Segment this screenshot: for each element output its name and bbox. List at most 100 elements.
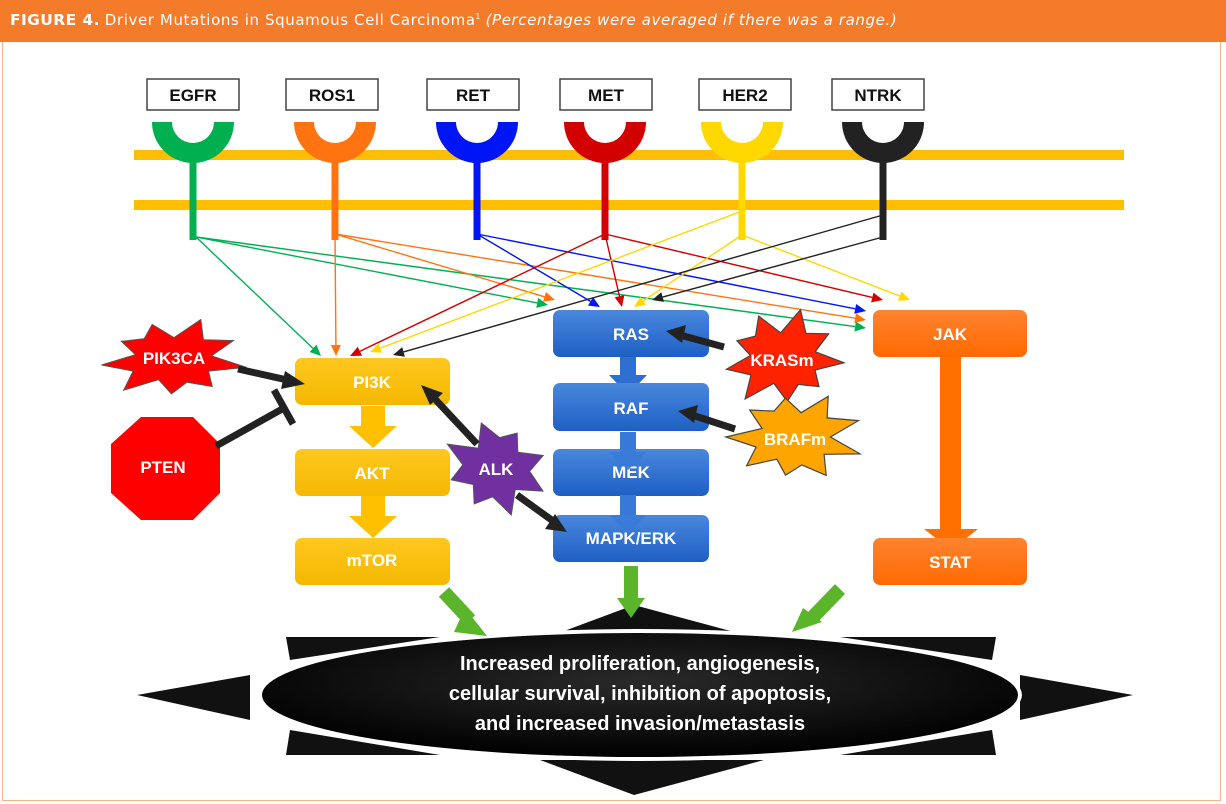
outcome-line-1: Increased proliferation, angiogenesis,	[460, 653, 820, 675]
connector-egfr-to-ras	[195, 236, 548, 308]
brafm-to-raf-arrow	[690, 411, 737, 433]
pten-inhibition-bar	[270, 388, 297, 426]
receptor-ret: RET	[426, 78, 520, 240]
outcome-line-3: and increased invasion/metastasis	[475, 713, 805, 735]
figure-label: FIGURE 4.	[10, 11, 100, 29]
connector-ntrk-to-ras	[652, 236, 884, 302]
receptor-ros1-label-box	[285, 78, 379, 111]
receptor-met-label-box	[559, 78, 653, 111]
burst-ray-bottom-right	[840, 730, 996, 755]
receptor-ntrk-binding-domain	[842, 122, 924, 163]
connector-ros1-to-ras	[334, 233, 555, 302]
regulator-pten-label: PTEN	[140, 458, 185, 477]
burst-ray-top-left	[286, 637, 440, 660]
node-pi3k: PI3K	[295, 358, 450, 405]
receptor-ntrk-label-box	[831, 78, 925, 111]
burst-ray-left	[137, 675, 250, 720]
receptor-ret-stem	[473, 160, 481, 240]
figure-note: (Percentages were averaged if there was …	[485, 11, 898, 29]
connector-her2-to-jak	[741, 234, 910, 301]
receptor-egfr-label: EGFR	[169, 86, 216, 105]
node-akt-label: AKT	[355, 464, 391, 483]
mutation-pik3ca: PIK3CA	[101, 318, 247, 395]
connector-met-to-jak	[604, 233, 883, 303]
receptor-her2-label: HER2	[722, 86, 767, 105]
node-akt: AKT	[295, 449, 450, 496]
connector-ntrk-to-pi3k	[393, 214, 884, 357]
krasm-to-ras-arrow	[679, 331, 725, 351]
connector-met-to-ras	[604, 233, 625, 307]
receptor-ntrk-stem	[879, 160, 887, 240]
mapk-pathway: RAS RAF MEK MAPK/ERK	[553, 310, 709, 562]
membrane-inner-line	[134, 200, 1124, 210]
receptor-ret-label-box	[426, 78, 520, 111]
receptor-ros1: ROS1	[285, 78, 379, 240]
mutation-brafm: BRAFm	[723, 395, 863, 477]
receptor-her2-binding-domain	[701, 122, 783, 163]
receptor-her2: HER2	[698, 78, 792, 240]
mutation-pik3ca-label: PIK3CA	[143, 349, 205, 368]
stat-to-outcome-arrow	[792, 584, 846, 632]
receptor-ret-binding-domain	[436, 122, 518, 163]
receptor-her2-label-box	[698, 78, 792, 111]
burst-ray-top-right	[840, 637, 996, 660]
receptor-egfr-binding-domain	[152, 122, 234, 163]
mutation-alk: ALK	[446, 422, 545, 517]
connector-met-to-pi3k	[350, 233, 606, 356]
connector-egfr-to-jak	[195, 236, 866, 332]
regulator-pten: PTEN	[111, 417, 220, 520]
pik3ca-activation-arrow	[237, 365, 293, 385]
receptor-met: MET	[559, 78, 653, 240]
figure-header: FIGURE 4. Driver Mutations in Squamous C…	[0, 0, 1226, 42]
receptor-met-label: MET	[588, 86, 625, 105]
jak-to-stat-arrow	[924, 357, 978, 550]
mutation-krasm: KRASm	[724, 308, 846, 403]
receptor-ros1-binding-domain	[294, 122, 376, 163]
node-mek: MEK	[553, 449, 709, 496]
pi3k-pathway: PI3K AKT mTOR	[295, 358, 450, 585]
node-mtor-label: mTOR	[347, 551, 398, 570]
receptor-met-stem	[601, 160, 609, 240]
node-mek-label: MEK	[612, 463, 651, 482]
pi3k-to-akt-arrow	[349, 406, 397, 448]
alk-to-erk-arrow	[514, 492, 556, 524]
connector-her2-to-pi3k	[370, 210, 743, 353]
receptor-egfr-label-box	[146, 78, 240, 111]
akt-to-mtor-arrow	[349, 496, 397, 538]
receptor-ntrk: NTRK	[831, 78, 925, 240]
node-raf-label: RAF	[614, 399, 649, 418]
mtor-to-outcome-arrow	[438, 587, 487, 636]
cell-membrane	[134, 150, 1124, 210]
connector-ret-to-jak	[476, 233, 866, 314]
jak-stat-pathway: JAK STAT	[873, 310, 1027, 585]
node-stat: STAT	[873, 538, 1027, 585]
outcome-burst: Increased proliferation, angiogenesis, c…	[137, 605, 1133, 795]
connector-egfr-to-pi3k	[195, 236, 321, 356]
connector-her2-to-ras	[634, 234, 743, 307]
node-jak-label: JAK	[933, 325, 968, 344]
receptor-met-binding-domain	[564, 122, 646, 163]
receptor-ntrk-label: NTRK	[854, 86, 902, 105]
erk-to-outcome-arrow	[617, 566, 645, 618]
mutation-alk-label: ALK	[479, 460, 515, 479]
alk-to-pi3k-arrow	[431, 395, 480, 447]
outcome-arrows	[438, 566, 846, 636]
mutation-krasm-label: KRASm	[750, 351, 813, 370]
node-raf: RAF	[553, 383, 709, 431]
burst-ray-bottom-left	[286, 730, 440, 755]
burst-ray-right	[1020, 675, 1133, 720]
receptor-her2-stem	[738, 160, 746, 240]
node-mapk-erk-label: MAPK/ERK	[586, 529, 677, 548]
receptor-ret-label: RET	[456, 86, 491, 105]
receptor-egfr-stem	[189, 160, 197, 240]
node-mapk-erk: MAPK/ERK	[553, 515, 709, 562]
pten-inhibition-line	[214, 404, 286, 450]
burst-ray-bottom	[540, 760, 764, 795]
node-jak: JAK	[873, 310, 1027, 357]
node-mtor: mTOR	[295, 538, 450, 585]
node-ras-label: RAS	[613, 325, 649, 344]
receptor-egfr: EGFR	[146, 78, 240, 240]
ras-to-raf-arrow	[609, 357, 647, 395]
connector-ros1-to-pi3k	[330, 233, 341, 356]
